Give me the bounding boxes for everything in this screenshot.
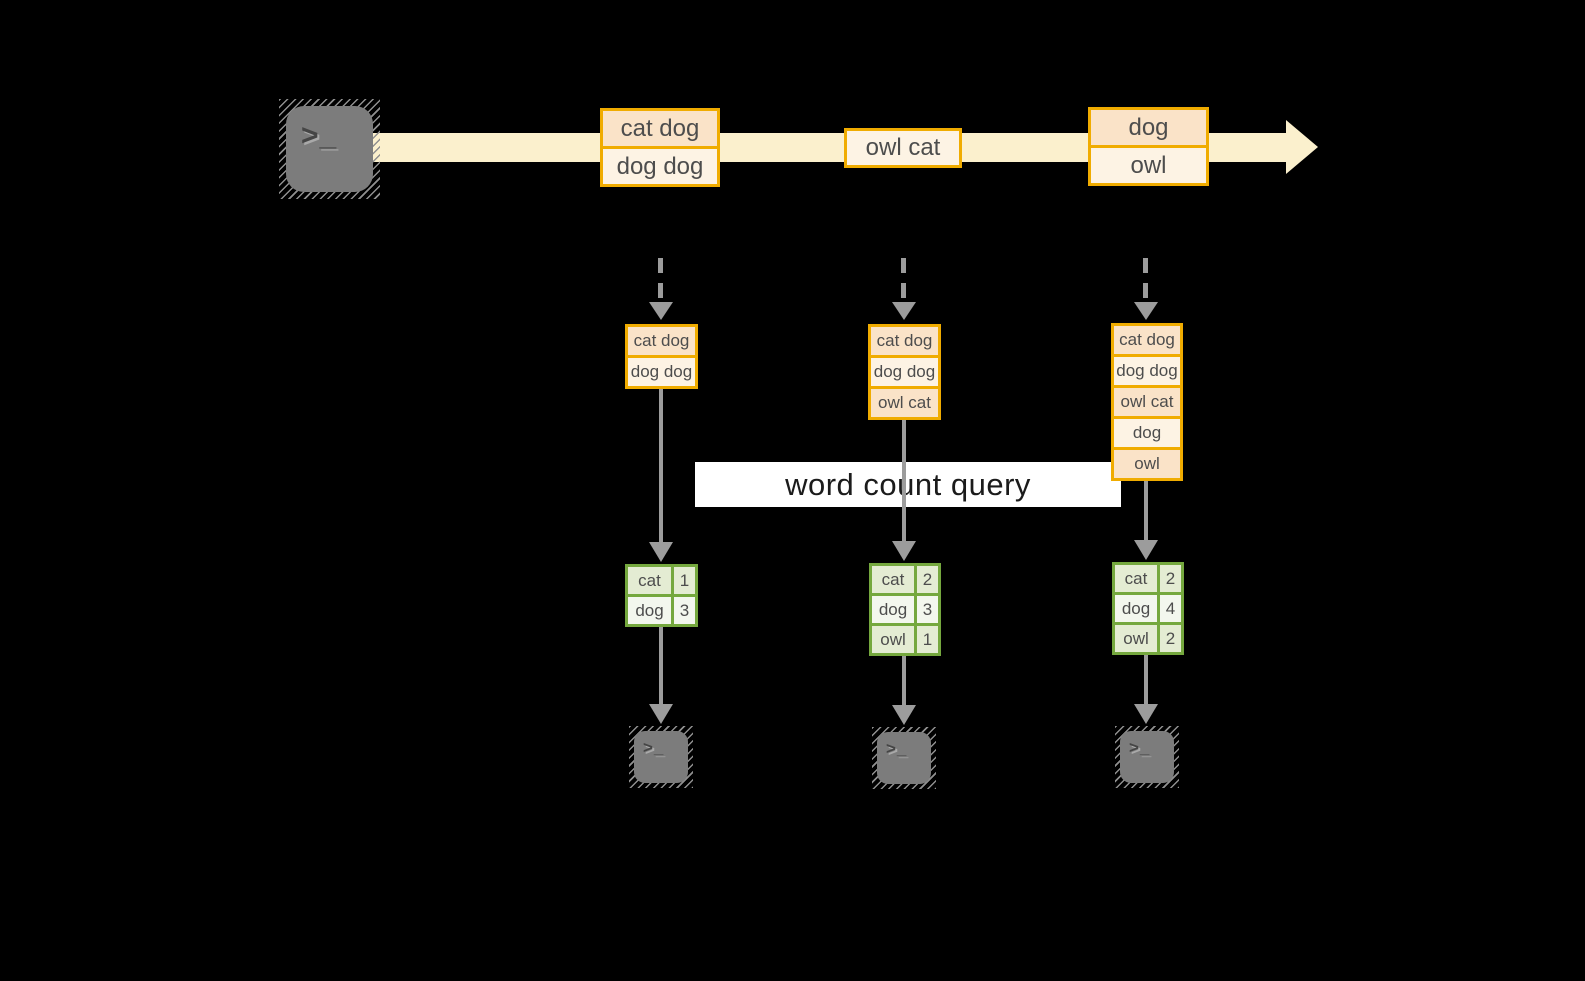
buffer-cell: owl [1114,447,1180,478]
buffer-cell: dog dog [1114,354,1180,385]
count-table-2: cat 2 dog 3 owl 1 [869,563,941,656]
count-cell: 2 [914,566,938,593]
terminal-body [1120,731,1174,783]
word-cell: cat [1124,568,1148,588]
count-table-3: cat 2 dog 4 owl 2 [1112,562,1184,655]
stream-event-box-1: cat dog dog dog [600,108,720,187]
arrow-line [659,389,663,542]
count-cell: 3 [671,597,695,624]
arrowhead-icon [1134,540,1158,560]
word-cell: owl [880,629,906,649]
event-cell: cat dog [603,111,717,146]
buffer-cell: cat dog [1114,326,1180,354]
event-cell: dog [1091,110,1206,145]
count-cell: 2 [1157,625,1181,652]
count-cell: 1 [914,626,938,653]
terminal-body [634,731,688,783]
input-buffer-stack-1: cat dog dog dog [625,324,698,389]
terminal-body [877,732,931,784]
word-cell: cat [638,570,661,590]
table-row: dog 4 [1115,592,1181,622]
terminal-prompt-glyph: >_ [301,119,338,152]
arrowhead-icon [892,541,916,561]
buffer-cell: dog [1114,416,1180,447]
query-label-band: word count query [695,462,1121,507]
table-row: dog 3 [628,594,695,624]
event-cell: owl cat [847,131,959,165]
dashed-arrowhead-icon [892,302,916,320]
sink-terminal-icon-3: >_ [1115,726,1179,788]
table-row: cat 2 [1115,565,1181,592]
event-cell: dog dog [603,146,717,184]
terminal-prompt-glyph: >_ [886,739,908,758]
count-table-1: cat 1 dog 3 [625,564,698,627]
dashed-arrowhead-icon [649,302,673,320]
dashed-arrowhead-icon [1134,302,1158,320]
word-cell: dog [635,600,664,620]
terminal-prompt-glyph: >_ [643,738,665,757]
input-buffer-stack-2: cat dog dog dog owl cat [868,324,941,420]
dashed-arrow-line [901,258,906,302]
word-cell: dog [878,599,908,619]
table-row: owl 1 [872,623,938,653]
buffer-cell: cat dog [628,327,695,355]
word-cell: owl [1123,628,1149,648]
arrowhead-icon [1134,704,1158,724]
table-row: cat 1 [628,567,695,594]
arrow-line [902,656,906,705]
word-cell: dog [1121,598,1151,618]
stream-event-box-2: owl cat [844,128,962,168]
arrow-line [902,420,906,541]
word-cell: cat [881,569,905,589]
count-cell: 1 [671,567,695,594]
sink-terminal-icon-1: >_ [629,726,693,788]
input-buffer-stack-3: cat dog dog dog owl cat dog owl [1111,323,1183,481]
query-label: word count query [785,466,1031,502]
arrow-line [659,627,663,704]
arrowhead-icon [649,704,673,724]
stream-timeline-arrowhead-icon [1286,120,1318,174]
table-row: owl 2 [1115,622,1181,652]
count-cell: 4 [1157,595,1181,622]
source-terminal-icon: >_ [279,99,380,199]
buffer-cell: cat dog [871,327,938,355]
count-cell: 2 [1157,565,1181,592]
dashed-arrow-line [1143,258,1148,302]
sink-terminal-icon-2: >_ [872,727,936,789]
arrowhead-icon [649,542,673,562]
buffer-cell: dog dog [871,355,938,386]
stream-event-box-3: dog owl [1088,107,1209,186]
buffer-cell: owl cat [1114,385,1180,416]
buffer-cell: owl cat [871,386,938,417]
arrow-line [1144,481,1148,540]
dashed-arrow-line [658,258,663,302]
table-row: cat 2 [872,566,938,593]
terminal-prompt-glyph: >_ [1129,738,1151,757]
event-cell: owl [1091,145,1206,183]
terminal-body [286,106,373,192]
table-row: dog 3 [872,593,938,623]
arrowhead-icon [892,705,916,725]
buffer-cell: dog dog [628,355,695,386]
arrow-line [1144,655,1148,704]
count-cell: 3 [914,596,938,623]
